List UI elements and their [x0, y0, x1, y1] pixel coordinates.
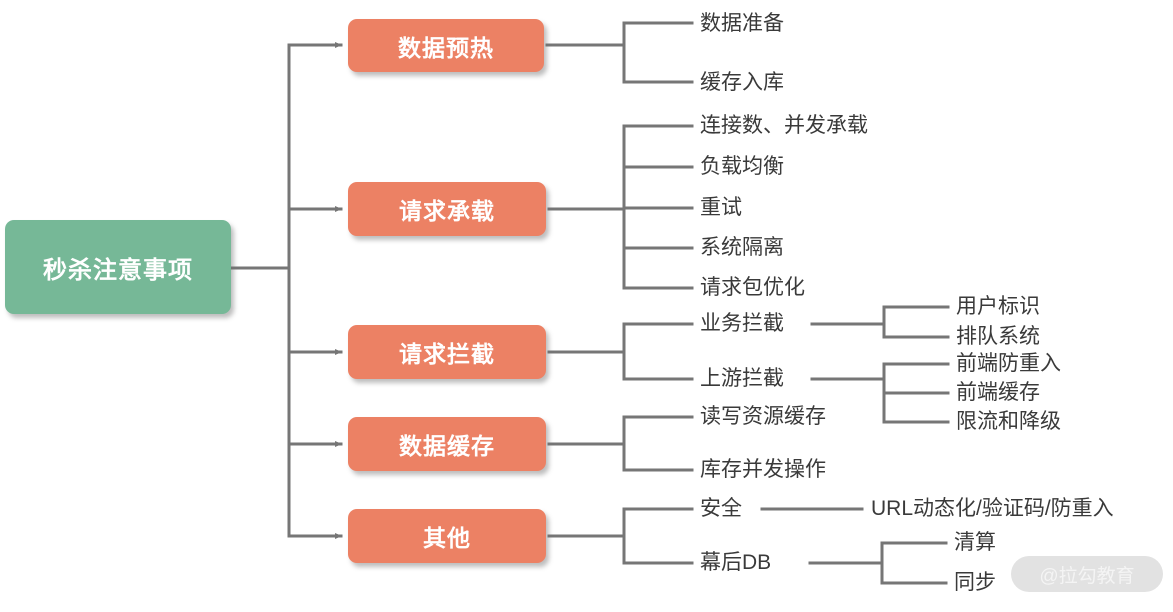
branch-node-3-label: 请求拦截 — [399, 341, 495, 367]
leaf-label-b5-2-1[interactable]: 清算 — [954, 531, 996, 554]
leaf-label-b2-1[interactable]: 连接数、并发承载 — [700, 114, 868, 137]
branch-node-2[interactable]: 请求承载 — [348, 182, 546, 236]
leaf-label-b2-5[interactable]: 请求包优化 — [700, 276, 805, 299]
branch-node-3[interactable]: 请求拦截 — [348, 325, 546, 379]
branch-node-1[interactable]: 数据预热 — [348, 19, 544, 72]
leaf-label-b3-2-1[interactable]: 前端防重入 — [956, 352, 1061, 375]
leaf-label-b3-2-3[interactable]: 限流和降级 — [956, 410, 1061, 433]
branch-node-2-label: 请求承载 — [399, 198, 495, 224]
leaf-label-b1-1[interactable]: 数据准备 — [700, 12, 784, 35]
leaf-label-b5-1-1[interactable]: URL动态化/验证码/防重入 — [871, 497, 1114, 520]
leaf-label-b5-2-2[interactable]: 同步 — [954, 571, 996, 594]
leaf-label-b1-2[interactable]: 缓存入库 — [700, 71, 784, 94]
branch-node-4[interactable]: 数据缓存 — [348, 417, 546, 471]
leaf-label-b3-1-2[interactable]: 排队系统 — [956, 325, 1040, 348]
leaf-label-b3-2-2[interactable]: 前端缓存 — [956, 381, 1040, 404]
leaf-label-b4-2[interactable]: 库存并发操作 — [700, 458, 826, 481]
watermark: @拉勾教育 — [1011, 556, 1163, 592]
leaf-label-b5-2[interactable]: 幕后DB — [700, 551, 772, 574]
leaf-label-b3-2[interactable]: 上游拦截 — [700, 367, 784, 390]
leaf-label-b3-1[interactable]: 业务拦截 — [700, 312, 784, 335]
leaf-label-b2-4[interactable]: 系统隔离 — [700, 236, 784, 259]
leaf-label-b2-2[interactable]: 负载均衡 — [700, 155, 784, 178]
leaf-label-b4-1[interactable]: 读写资源缓存 — [700, 405, 826, 428]
branch-node-1-label: 数据预热 — [398, 34, 494, 61]
branch-node-5[interactable]: 其他 — [348, 509, 546, 563]
leaf-label-b3-1-1[interactable]: 用户标识 — [956, 295, 1040, 318]
branch-node-4-label: 数据缓存 — [399, 433, 495, 459]
watermark-label: @拉勾教育 — [1039, 565, 1135, 587]
leaf-label-b2-3[interactable]: 重试 — [700, 196, 742, 219]
root-node-label: 秒杀注意事项 — [43, 256, 193, 284]
leaf-label-b5-1[interactable]: 安全 — [700, 497, 742, 520]
branch-node-5-label: 其他 — [423, 525, 471, 551]
root-node[interactable]: 秒杀注意事项 — [5, 220, 231, 314]
